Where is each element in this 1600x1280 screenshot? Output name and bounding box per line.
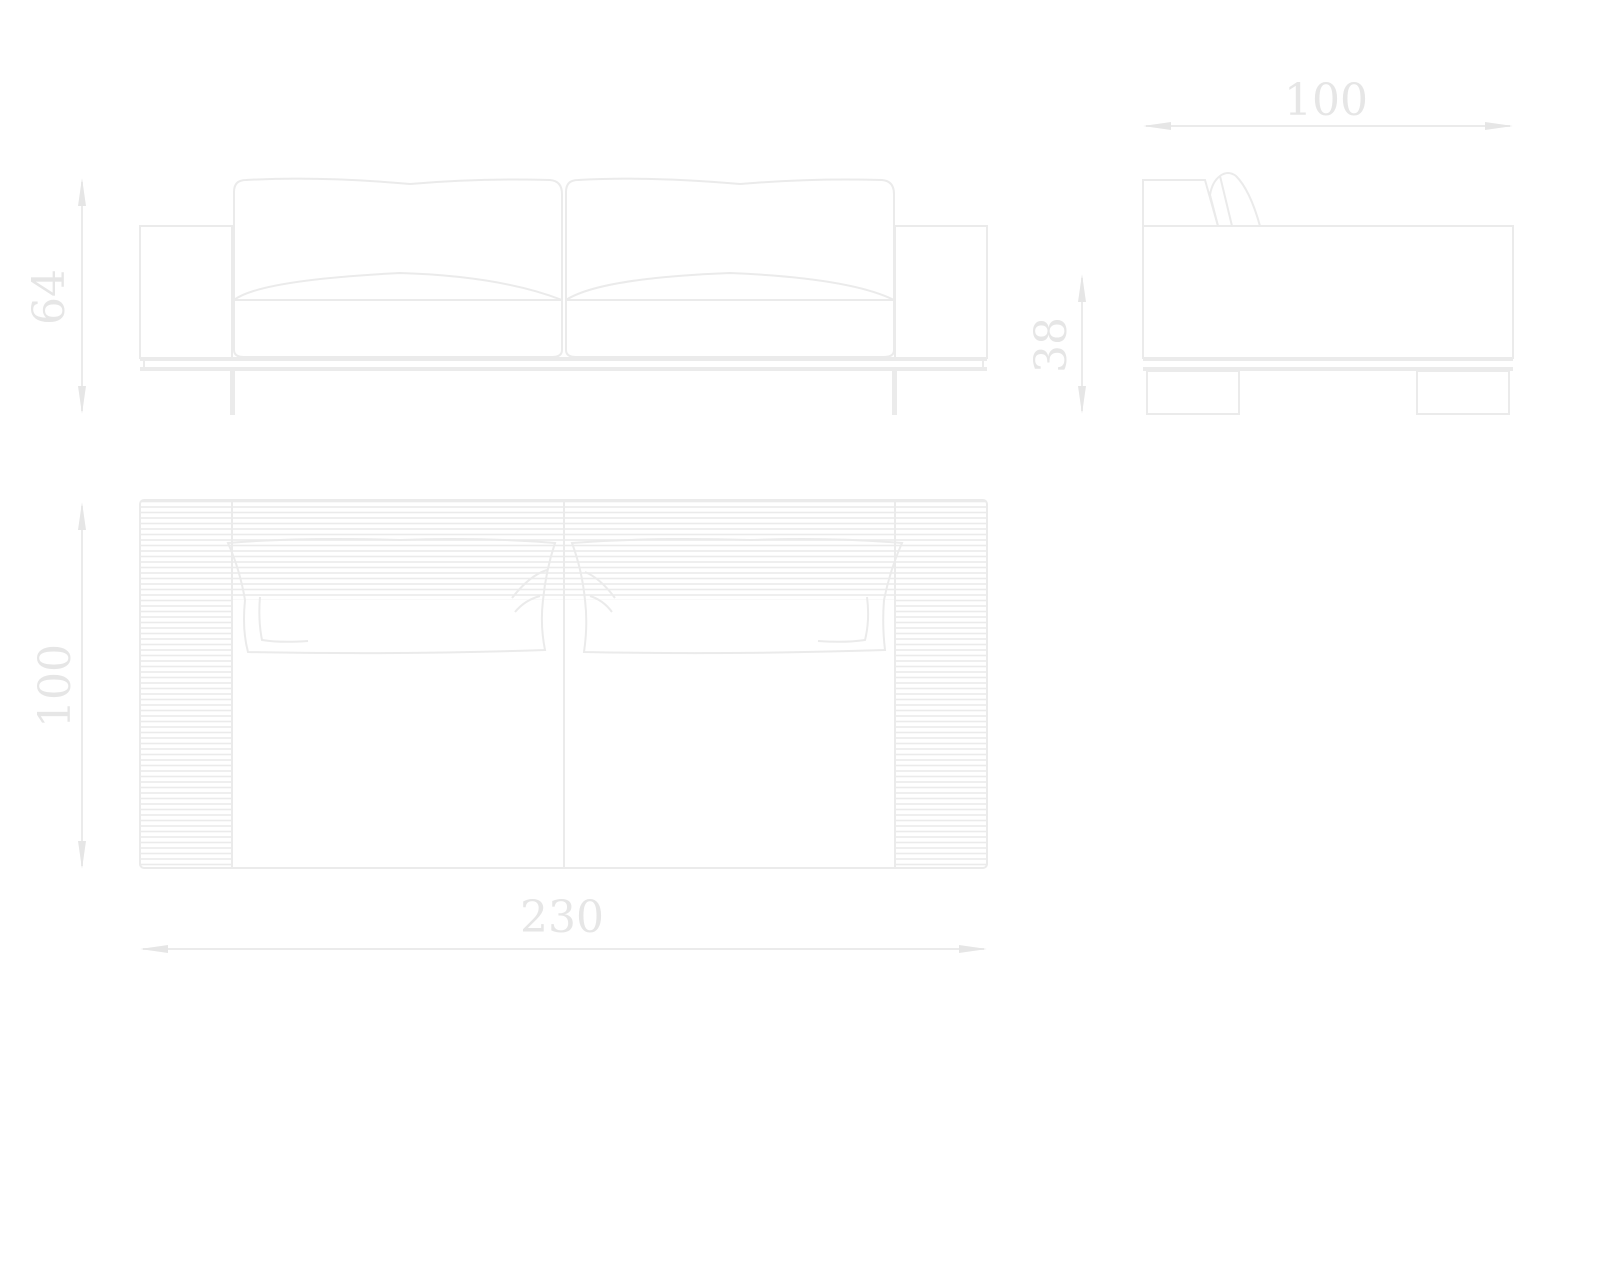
- side-leg-front: [1146, 370, 1240, 415]
- side-leg-back: [1416, 370, 1510, 415]
- seat-height-label: 38: [1026, 317, 1077, 373]
- dimension-height: 64: [24, 178, 86, 414]
- seat-cushion-left: [233, 271, 563, 358]
- dimension-depth-side: 100: [1143, 75, 1513, 130]
- side-backrest: [1142, 179, 1220, 227]
- pillow-left: [226, 538, 557, 655]
- dimension-width: 230: [140, 892, 987, 953]
- side-body: [1142, 225, 1514, 359]
- right-armrest: [894, 225, 988, 359]
- top-view: [139, 499, 988, 869]
- front-view: [139, 177, 988, 415]
- side-pillow: [1208, 172, 1261, 227]
- seat-cushion-right: [565, 271, 895, 358]
- top-depth-label: 100: [30, 644, 81, 728]
- left-armrest: [139, 225, 233, 359]
- height-label: 64: [24, 269, 75, 325]
- top-armrest-right: [895, 501, 986, 867]
- width-label: 230: [520, 892, 604, 943]
- back-cushion-left: [233, 177, 563, 300]
- side-depth-label: 100: [1284, 75, 1368, 126]
- leg-right: [892, 371, 897, 415]
- side-view: [1142, 172, 1514, 415]
- leg-left: [230, 371, 235, 415]
- pillow-right: [570, 538, 904, 655]
- top-armrest-left: [141, 501, 232, 867]
- back-cushion-right: [565, 177, 895, 300]
- dimension-seat-height: 38: [1026, 274, 1086, 414]
- dimension-depth-top: 100: [30, 502, 86, 869]
